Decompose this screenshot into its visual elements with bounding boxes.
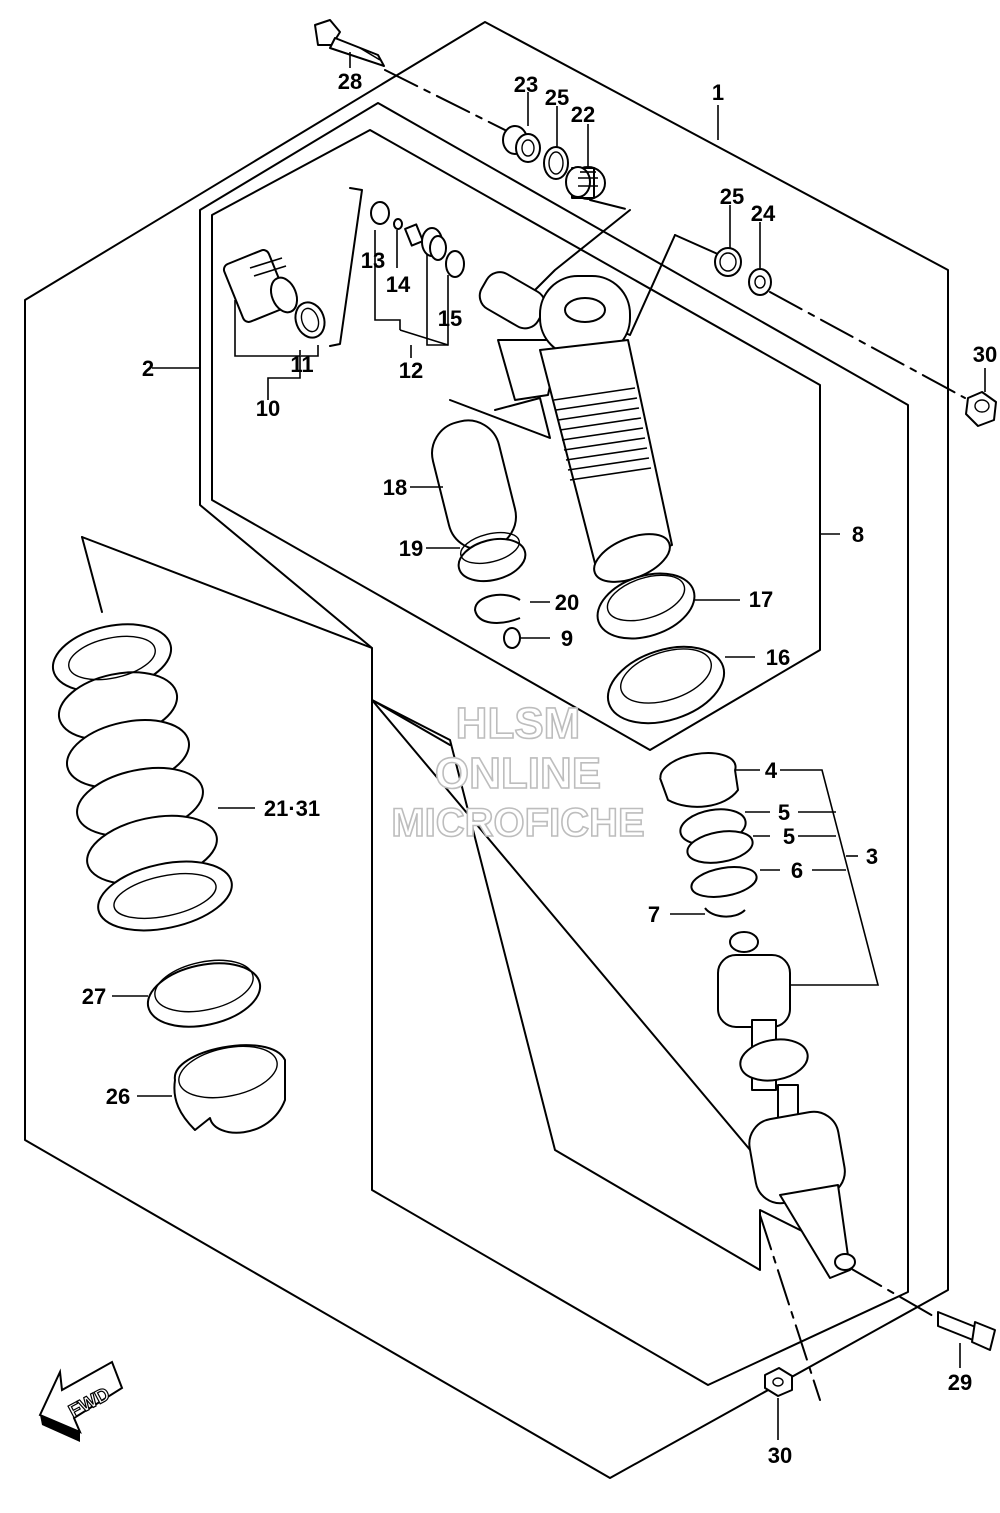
washer-5-b (686, 830, 754, 864)
callout-10: 10 (256, 396, 280, 421)
callout-5b: 5 (783, 824, 795, 849)
valve-cap-9 (503, 627, 521, 649)
reservoir-bracket (449, 397, 551, 439)
callout-3: 3 (866, 844, 878, 869)
seal-bracket-line (674, 234, 721, 256)
centerlines (329, 69, 966, 1401)
washer-6 (690, 866, 758, 898)
callout-26: 26 (106, 1084, 130, 1109)
spring-bracket (81, 536, 103, 613)
bearing-22 (565, 166, 606, 200)
o-ring-14 (393, 218, 403, 230)
spring-seat-26 (173, 1044, 286, 1134)
o-ring-11 (294, 301, 326, 339)
callout-1: 1 (712, 80, 724, 105)
watermark: HLSM ONLINE MICROFICHE (391, 698, 646, 846)
damper-rod (717, 931, 856, 1279)
bolt-29-axis (849, 1267, 941, 1321)
cap-19 (457, 531, 527, 583)
link-line (371, 699, 451, 746)
valve-12 (404, 223, 447, 261)
spring-bracket-top (81, 536, 373, 649)
spring-guide-27 (146, 959, 262, 1028)
nut-30-axis (769, 291, 966, 399)
callout-21-31: 21·31 (264, 796, 320, 821)
callout-30b: 30 (768, 1443, 792, 1468)
bushing-23 (502, 125, 541, 163)
collar-4 (659, 752, 739, 808)
watermark-line-2: ONLINE (435, 749, 601, 798)
callout-19: 19 (399, 536, 423, 561)
lower-axis (759, 1214, 821, 1401)
callout-9: 9 (561, 626, 573, 651)
callout-2: 2 (142, 356, 154, 381)
reservoir-18 (431, 419, 517, 551)
callout-22: 22 (571, 102, 595, 127)
callout-25b: 25 (720, 184, 744, 209)
callout-17: 17 (749, 587, 773, 612)
callout-11: 11 (290, 352, 313, 377)
assembly-2-outline (199, 102, 909, 1386)
washer-24 (748, 268, 772, 296)
cap-10 (222, 249, 299, 323)
upper-bush-axis (589, 199, 631, 211)
seal-25-right (714, 247, 742, 277)
callout-25a: 25 (545, 85, 569, 110)
lock-nut-17 (596, 572, 696, 640)
callout-30a: 30 (973, 342, 997, 367)
bolt-28 (314, 19, 385, 67)
bolt-29 (937, 1311, 996, 1351)
callout-16: 16 (766, 645, 790, 670)
o-ring-13 (370, 201, 390, 225)
bolt-28-axis (384, 69, 516, 136)
callout-18: 18 (383, 475, 407, 500)
callout-14: 14 (386, 272, 411, 297)
callout-29: 29 (948, 1370, 972, 1395)
seal-25-upper (543, 146, 569, 180)
circlip-20 (474, 593, 521, 624)
circlip-7 (704, 907, 746, 918)
callout-15: 15 (438, 306, 462, 331)
o-ring-15 (445, 250, 465, 278)
watermark-line-3: MICROFICHE (391, 801, 644, 845)
callout-4: 4 (765, 758, 778, 783)
callout-13: 13 (361, 248, 385, 273)
callout-8: 8 (852, 522, 864, 547)
valve-bracket (329, 187, 363, 347)
adjuster-nut-16 (606, 645, 726, 725)
assembly-8-outline (211, 129, 821, 751)
group-outlines (24, 21, 949, 1479)
callout-7: 7 (648, 902, 660, 927)
assembly-1-outline (24, 21, 949, 1479)
callout-20: 20 (555, 590, 579, 615)
callout-27: 27 (82, 984, 106, 1009)
nut-30-upper (965, 391, 997, 427)
watermark-line-1: HLSM (456, 699, 581, 748)
callouts: 1 2 3 4 5 5 6 7 8 9 10 11 12 13 14 15 16… (82, 69, 997, 1468)
spring-21 (51, 623, 233, 932)
nut-30-lower (764, 1367, 793, 1397)
callout-12: 12 (399, 358, 423, 383)
forward-arrow-icon: FWD (38, 1360, 124, 1442)
shock-body (478, 271, 673, 583)
callout-28: 28 (338, 69, 362, 94)
callout-5a: 5 (778, 800, 790, 825)
leader-lines (112, 52, 986, 1440)
callout-23: 23 (514, 72, 538, 97)
callout-6: 6 (791, 858, 803, 883)
callout-24: 24 (751, 201, 776, 226)
